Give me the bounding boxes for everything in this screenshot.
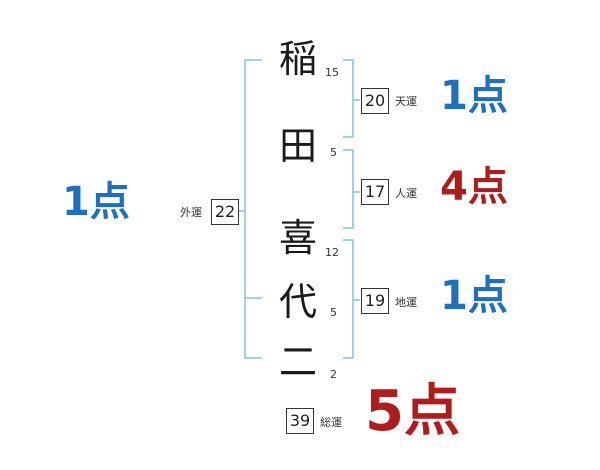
tenun-bracket [343,59,354,138]
name-char-1: 稲 [278,37,317,81]
tenun-score: 1点 [440,73,508,119]
jinun-score: 4点 [440,164,508,210]
outer-bracket [244,59,262,359]
tenun-label: 天運 [395,95,417,108]
jinun-label: 人運 [395,187,417,200]
souun-score: 5点 [365,379,460,444]
chiun-bracket [343,239,354,359]
chiun-value-box: 19 [361,288,389,314]
stroke-count-4: 5 [330,306,337,319]
jinun-bracket [343,149,354,229]
name-char-4: 代 [278,280,317,324]
souun-label: 総運 [320,416,342,429]
name-char-3: 喜 [278,216,317,260]
gaiun-label: 外運 [180,206,202,219]
stroke-count-1: 15 [325,66,339,79]
tenun-value-box: 20 [361,88,389,114]
jinun-value-box: 17 [361,179,389,205]
stroke-count-3: 12 [325,246,339,259]
gaiun-value-box: 22 [211,199,239,225]
stroke-count-5: 2 [330,368,337,381]
chiun-score: 1点 [440,273,508,319]
stroke-count-2: 5 [330,146,337,159]
souun-value-box: 39 [286,408,314,434]
chiun-label: 地運 [395,296,417,309]
name-char-5: 二 [278,340,317,384]
gaiun-score: 1点 [62,179,130,225]
name-char-2: 田 [278,124,317,168]
